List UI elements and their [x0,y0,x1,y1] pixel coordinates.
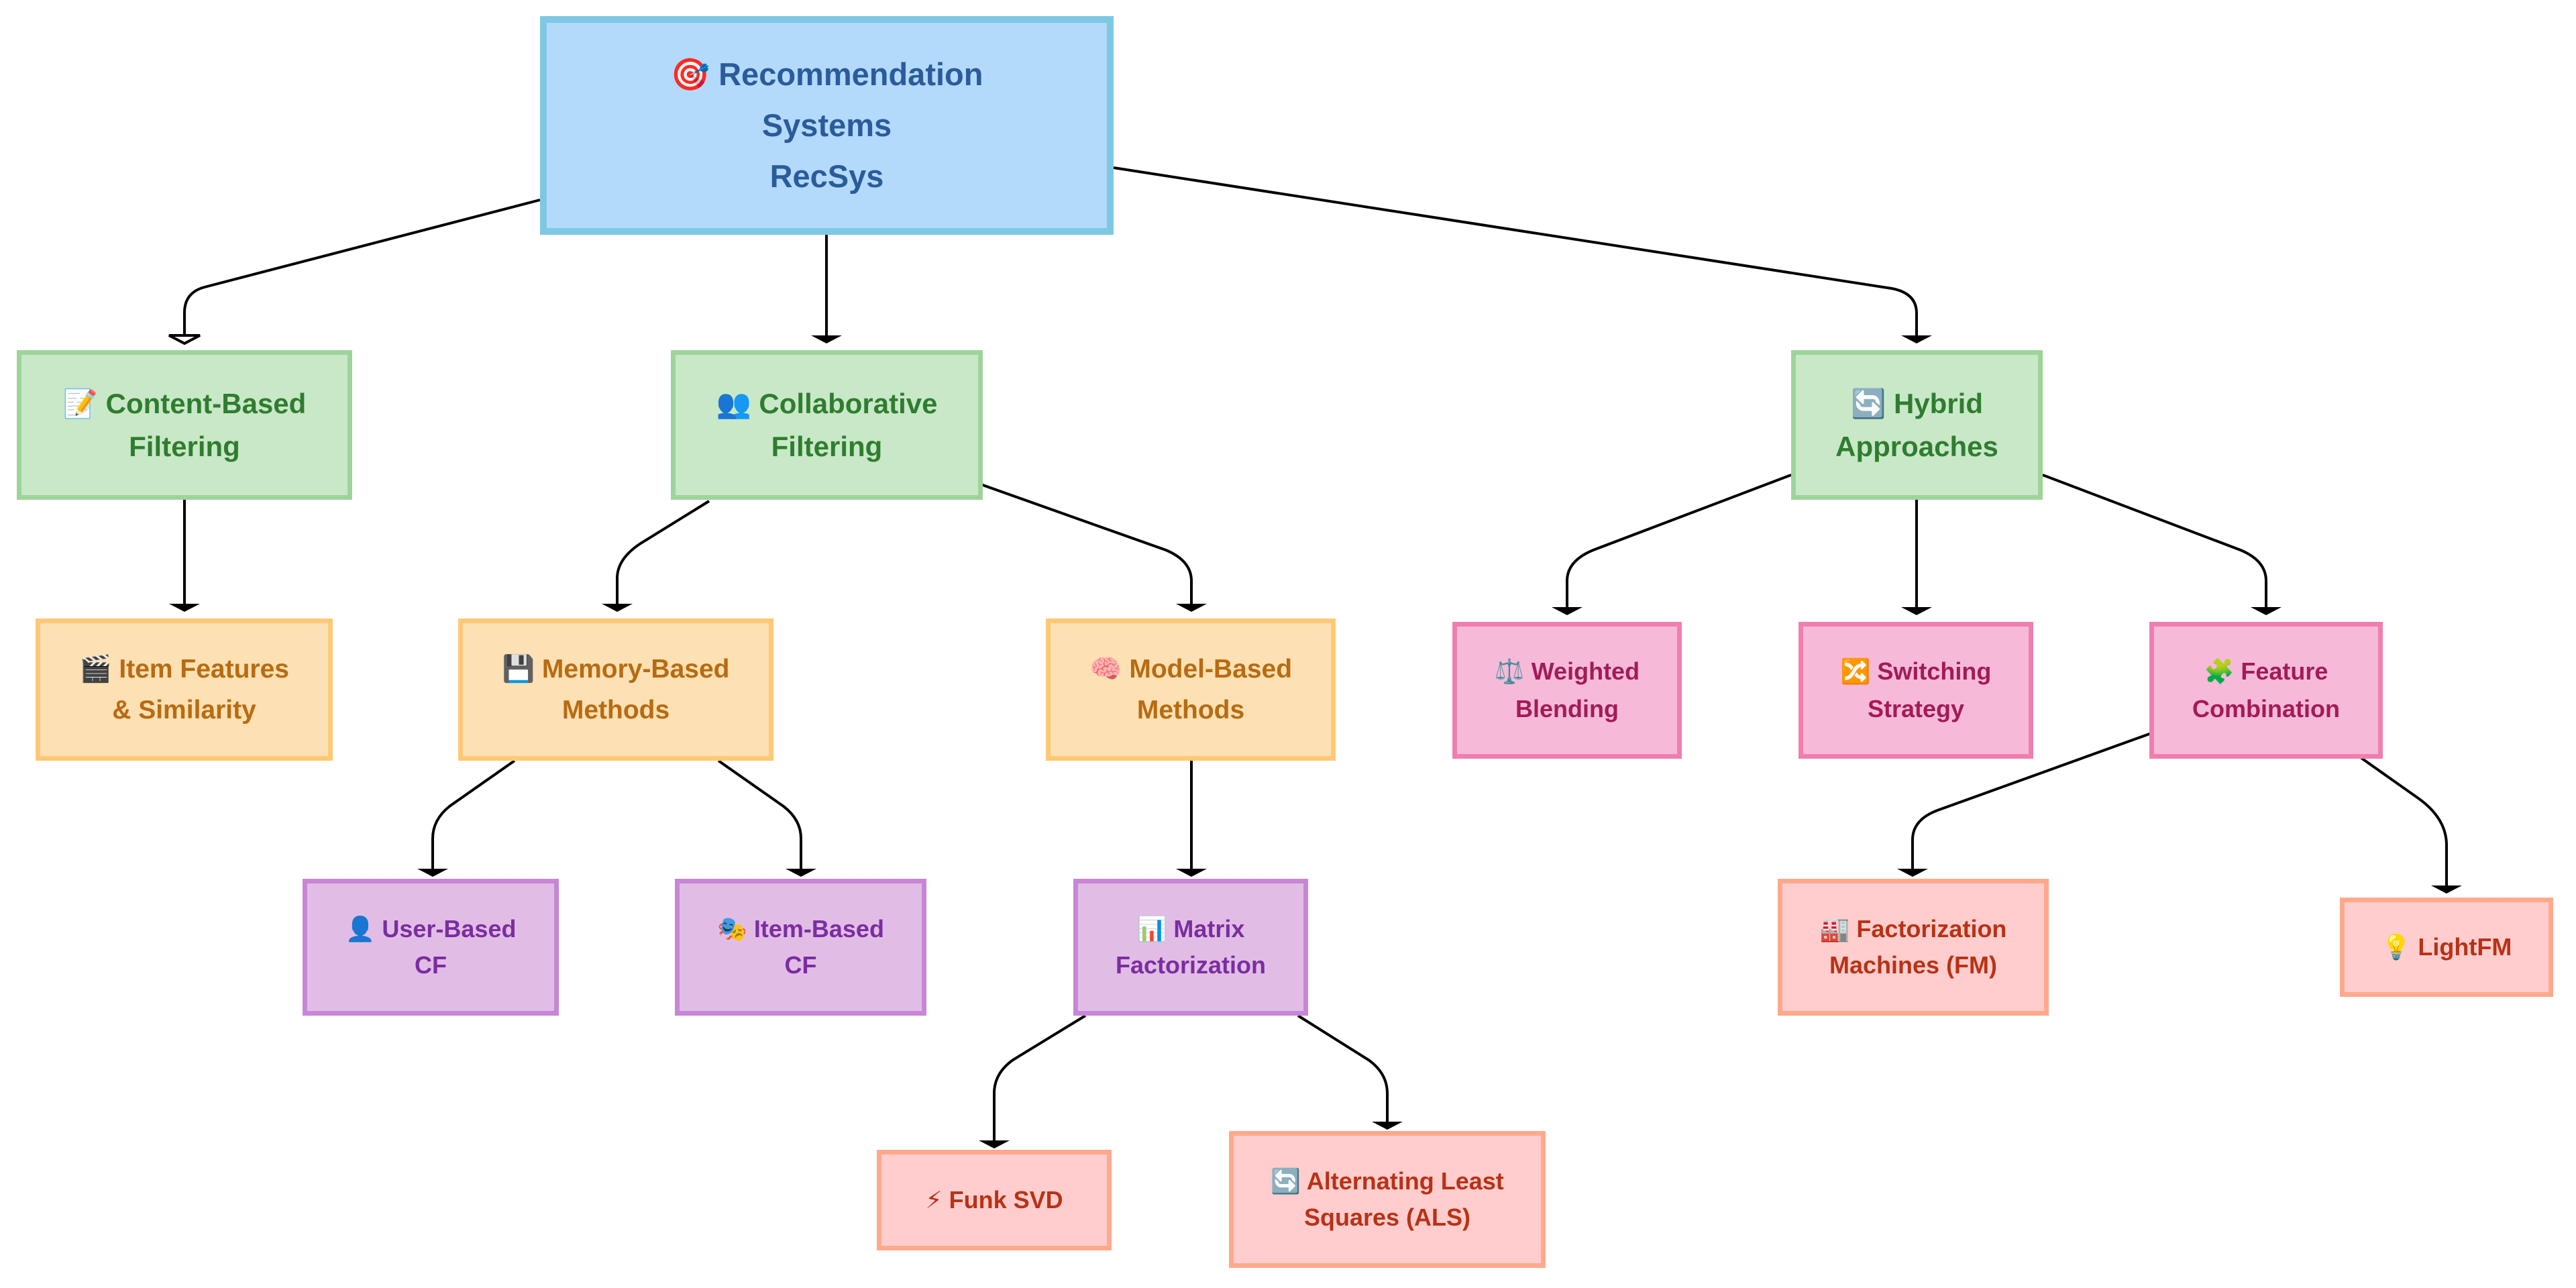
node-funk-svd: ⚡ Funk SVD [877,1150,1112,1250]
edge-root-hybrid [1113,166,1918,335]
node-alternating-least-squares: 🔄 Alternating Least Squares (ALS) [1229,1131,1546,1268]
node-item-features-similarity: 🎬 Item Features & Similarity [36,619,333,761]
node-matrix-factorization: 📊 Matrix Factorization [1073,879,1308,1016]
node-content-based-filtering: 📝 Content-Based Filtering [17,350,352,500]
arrowhead [811,335,842,343]
edge-matrix-als [1297,1014,1389,1122]
edge-memory-itembased [717,759,802,869]
node-feature-combination: 🧩 Feature Combination [2149,622,2383,759]
node-item-based-cf: 🎭 Item-Based CF [675,879,926,1016]
edge-collab-memory [616,500,710,604]
arrowhead [1897,869,1928,877]
node-recommendation-systems: 🎯 Recommendation Systems RecSys [540,16,1114,235]
node-factorization-machines: 🏭 Factorization Machines (FM) [1778,879,2049,1016]
arrowhead [168,334,201,345]
edge-matrix-funksvd [993,1014,1087,1140]
node-collaborative-filtering: 👥 Collaborative Filtering [671,350,983,500]
node-user-based-cf: 👤 User-Based CF [303,879,559,1016]
arrowhead [1901,607,1932,615]
arrowhead [1372,1122,1403,1130]
edge-collab-model [980,483,1193,604]
arrowhead [169,604,200,612]
node-weighted-blending: ⚖️ Weighted Blending [1452,622,1682,759]
edge-hybrid-weighted [1566,474,1792,607]
arrowhead [1901,335,1932,343]
edge-hybrid-featurecomb [2042,474,2267,607]
arrowhead [417,869,448,877]
arrowhead [1552,607,1582,615]
node-memory-based-methods: 💾 Memory-Based Methods [458,619,773,761]
node-lightfm: 💡 LightFM [2340,898,2553,997]
edge-featurecomb-fm [1911,732,2152,869]
arrowhead [2431,885,2462,894]
node-switching-strategy: 🔀 Switching Strategy [1799,622,2033,759]
edge-root-content-based [183,199,541,335]
arrowhead [1176,869,1207,877]
node-model-based-methods: 🧠 Model-Based Methods [1046,619,1336,761]
arrowhead [602,604,633,612]
arrowhead [979,1140,1010,1148]
node-hybrid-approaches: 🔄 Hybrid Approaches [1791,350,2043,500]
arrowhead [1176,604,1207,612]
edge-memory-userbased [431,759,516,869]
edge-featurecomb-lightfm [2360,757,2448,885]
arrowhead [786,869,816,877]
arrowhead [2251,607,2282,615]
